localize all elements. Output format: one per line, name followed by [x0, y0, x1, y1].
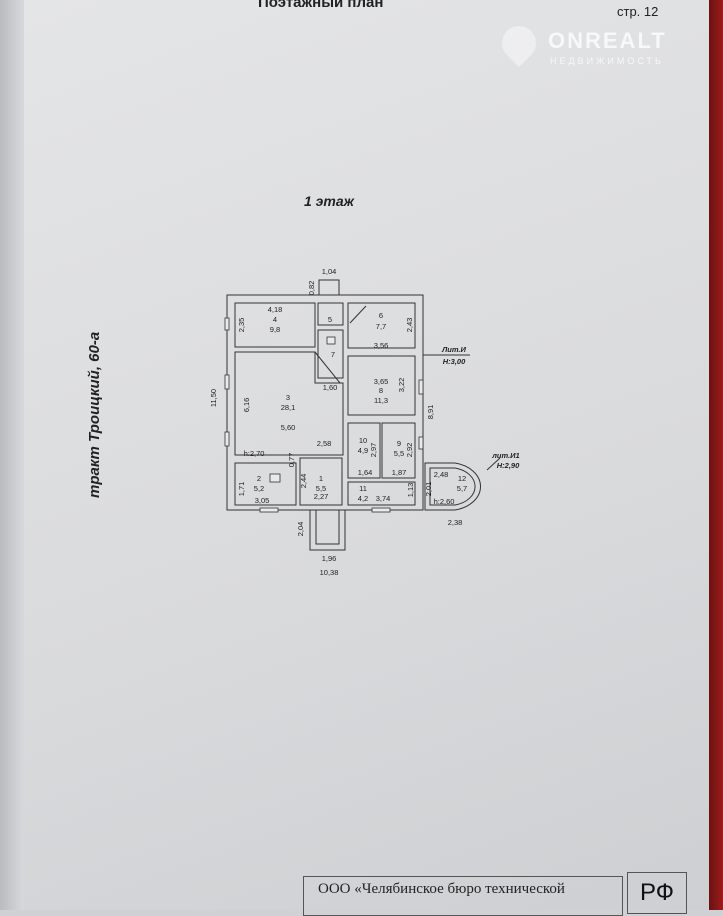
watermark-brand: ONREALT — [548, 28, 667, 53]
room-number: 7 — [331, 350, 335, 359]
window — [371, 507, 391, 513]
window — [224, 431, 230, 447]
room-area: 4,9 — [358, 446, 368, 455]
dimension: 1,87 — [392, 468, 407, 477]
dimension: 2,38 — [448, 518, 463, 527]
dimension: 2,97 — [369, 443, 378, 458]
ceiling-height: h:2,70 — [244, 449, 265, 458]
room-number: 8 — [379, 386, 383, 395]
lit-height: H:3,00 — [443, 357, 466, 366]
dimension: 0,77 — [287, 453, 296, 468]
watermark-sub: НЕДВИЖИМОСТЬ — [550, 56, 664, 66]
page-title: Поэтажный план — [258, 0, 384, 11]
document-page — [24, 0, 709, 910]
room-number: 2 — [257, 474, 261, 483]
dimension: 2,04 — [296, 522, 305, 537]
dimension: 2,35 — [237, 318, 246, 333]
room-9-outline — [381, 422, 416, 479]
room-area: 5,7 — [457, 484, 467, 493]
dimension: 1,13 — [406, 483, 415, 498]
dimension: 1,71 — [237, 482, 246, 497]
footer-stamp: РФ — [627, 872, 687, 914]
dimension: 2,01 — [424, 482, 433, 497]
dimension: 2,27 — [314, 492, 329, 501]
dimension: 2,92 — [405, 443, 414, 458]
room-number: 1 — [319, 474, 323, 483]
dimension: 5,60 — [281, 423, 296, 432]
dimension: 4,18 — [268, 305, 283, 314]
dimension: 11,50 — [209, 389, 218, 407]
stair — [314, 351, 341, 384]
room-12-outline — [424, 462, 481, 511]
room-6-outline — [347, 302, 416, 349]
room-number: 3 — [286, 393, 290, 402]
dimension: 1,64 — [358, 468, 373, 477]
room-area: 5,5 — [316, 484, 326, 493]
room-5-outline — [317, 302, 344, 326]
page-number: стр. 12 — [617, 4, 659, 19]
dimension: 2,58 — [317, 439, 332, 448]
dimension: 3,56 — [374, 341, 389, 350]
room-area: 28,1 — [281, 403, 296, 412]
room-7-outline — [317, 329, 344, 379]
ceiling-height: h:2,60 — [434, 497, 455, 506]
stair-6 — [349, 305, 367, 324]
chimney — [318, 279, 340, 296]
room-12-inner — [429, 467, 476, 506]
toilet-icon — [326, 336, 336, 345]
footer-organization: ООО «Челябинское бюро технической — [303, 876, 623, 916]
lit-ext-label: лит.И1 — [491, 451, 519, 460]
dimension: 2,48 — [434, 470, 449, 479]
dimension: 1,04 — [322, 267, 337, 276]
room-number: 4 — [273, 315, 277, 324]
window — [259, 507, 279, 513]
room-area: 5,5 — [394, 449, 404, 458]
dimension: 1,96 — [322, 554, 337, 563]
window — [418, 379, 424, 395]
lit-label: Лит.И — [441, 345, 466, 354]
room-2-outline — [234, 462, 297, 506]
dimension: 2,44 — [299, 474, 308, 489]
room-area: 5,2 — [254, 484, 264, 493]
room-1-outline — [299, 457, 343, 506]
dimension: 3,05 — [255, 496, 270, 505]
room-area: 7,7 — [376, 322, 386, 331]
dimension: 3,22 — [397, 378, 406, 393]
window — [224, 374, 230, 390]
window — [224, 317, 230, 331]
room-number: 9 — [397, 439, 401, 448]
dimension: 3,65 — [374, 377, 389, 386]
room-number: 5 — [328, 315, 332, 324]
window — [418, 436, 424, 450]
stove-icon — [269, 473, 281, 483]
background-edge — [709, 0, 723, 910]
room-area: 11,3 — [374, 396, 388, 405]
lit-ext-leader — [486, 457, 501, 471]
room-8-outline — [347, 355, 416, 416]
room-area: 9,8 — [270, 325, 280, 334]
room-number: 11 — [359, 484, 367, 493]
room-number: 10 — [359, 436, 367, 445]
dimension: 8,91 — [426, 405, 435, 420]
room-4-outline — [234, 302, 316, 348]
floor-label: 1 этаж — [304, 193, 354, 209]
room-11-outline — [347, 481, 416, 506]
dimension: 1,60 — [323, 383, 338, 392]
dimension: 3,74 — [376, 494, 391, 503]
lit-ext-height: H:2,90 — [497, 461, 520, 470]
dimension: 6,16 — [242, 398, 251, 413]
room-number: 6 — [379, 311, 383, 320]
porch-inner — [315, 509, 340, 545]
room-number: 12 — [458, 474, 466, 483]
dimension: 2,43 — [405, 318, 414, 333]
dimension: 10,38 — [320, 568, 339, 577]
room-area: 4,2 — [358, 494, 368, 503]
dimension: 0,82 — [307, 281, 316, 296]
room-10-outline — [347, 422, 381, 479]
